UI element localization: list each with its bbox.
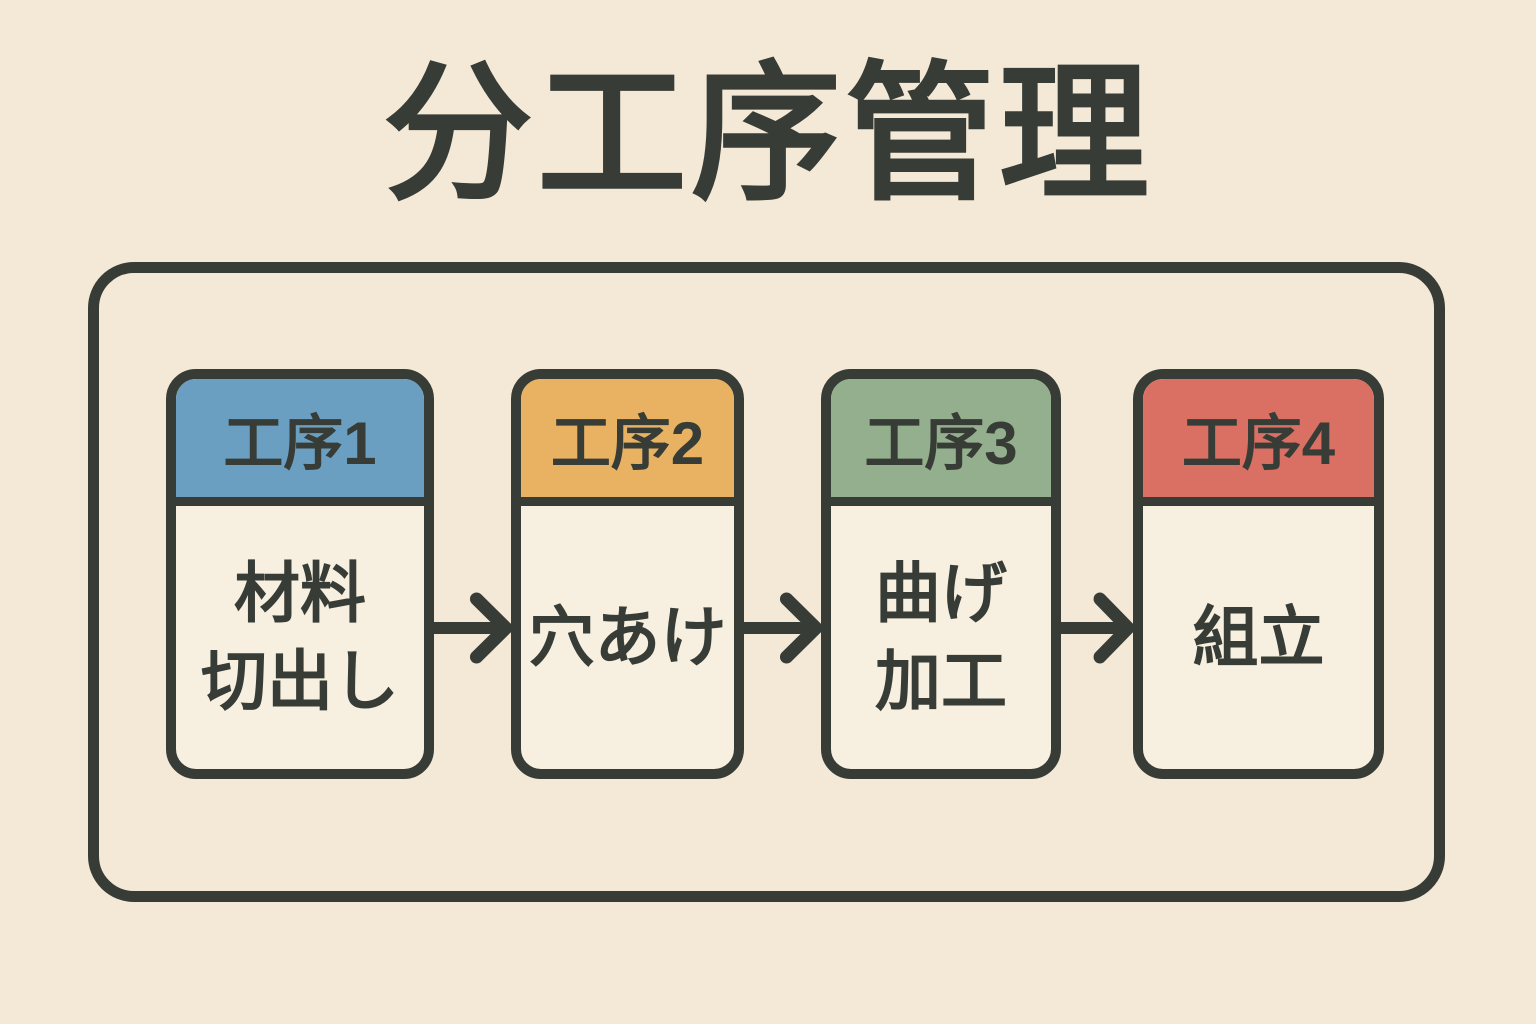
process-flow-container: 工序1 材料 切出し 工序2 穴あけ 工序3 xyxy=(88,262,1445,902)
process-card-1-header: 工序1 xyxy=(176,379,424,506)
arrow-right-icon xyxy=(742,592,823,664)
process-card-2-body: 穴あけ xyxy=(521,506,734,769)
process-card-1-step-label: 工序1 xyxy=(223,409,377,477)
process-card-3-header: 工序3 xyxy=(831,379,1051,506)
process-card-3-step-label: 工序3 xyxy=(864,409,1018,477)
page-title: 分工序管理 xyxy=(382,50,1153,218)
process-card-4-header: 工序4 xyxy=(1143,379,1374,506)
process-card-2-header: 工序2 xyxy=(521,379,734,506)
process-card-4-body: 組立 xyxy=(1143,506,1374,769)
process-card-1-task-label: 材料 切出し xyxy=(201,556,399,718)
arrow-right-icon xyxy=(432,592,513,664)
arrow-right-icon xyxy=(1057,592,1135,664)
process-card-4-task-label: 組立 xyxy=(1192,599,1325,674)
process-card-1-body: 材料 切出し xyxy=(176,506,424,769)
process-card-4-step-label: 工序4 xyxy=(1181,409,1336,477)
process-card-1: 工序1 材料 切出し xyxy=(166,369,434,779)
process-card-3-body: 曲げ 加工 xyxy=(831,506,1051,769)
process-card-3: 工序3 曲げ 加工 xyxy=(821,369,1061,779)
process-card-3-task-label: 曲げ 加工 xyxy=(875,556,1007,718)
process-card-2-task-label: 穴あけ xyxy=(528,599,727,674)
process-card-2: 工序2 穴あけ xyxy=(511,369,744,779)
process-card-4: 工序4 組立 xyxy=(1133,369,1384,779)
process-card-2-step-label: 工序2 xyxy=(550,409,705,477)
